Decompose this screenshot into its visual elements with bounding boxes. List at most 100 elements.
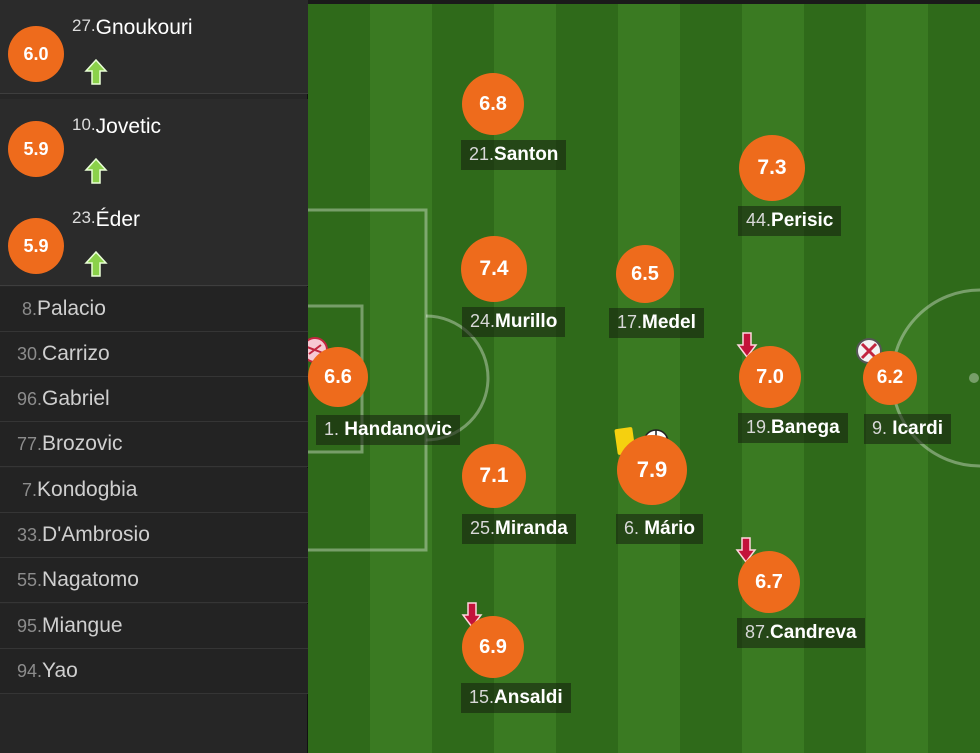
- shirt-number: 96.: [17, 389, 43, 409]
- player-ansaldi[interactable]: 6.9 15.Ansaldi: [461, 602, 571, 713]
- substitute-row-eder[interactable]: 5.9 23.Éder: [0, 192, 308, 286]
- player-candreva[interactable]: 6.7 87.Candreva: [735, 537, 865, 648]
- shirt-number: 77.: [17, 434, 43, 454]
- player-banega[interactable]: 7.0 19.Banega: [736, 332, 848, 443]
- player-label: 87.Candreva: [737, 618, 865, 648]
- player-medel[interactable]: 6.5 17.Medel: [609, 245, 704, 338]
- player-name: Gnoukouri: [95, 16, 193, 39]
- shirt-number: 27.: [72, 16, 96, 35]
- rating-badge: 6.9: [462, 616, 524, 678]
- rating-badge: 6.2: [863, 351, 917, 405]
- player-label: 19.Banega: [738, 413, 848, 443]
- shirt-number: 55.: [17, 570, 43, 590]
- bench-row-miangue[interactable]: 95.Miangue: [0, 604, 308, 649]
- pitch: 6.6 1. Handanovic 6.8 21.Santon 7.4 24.M…: [308, 4, 980, 753]
- shirt-number: 87.: [745, 622, 771, 642]
- player-label: 9. Icardi: [864, 414, 951, 444]
- shirt-number: 9.: [872, 418, 888, 438]
- shirt-number: 25.: [470, 518, 496, 538]
- shirt-number: 1.: [324, 419, 340, 439]
- player-perisic[interactable]: 7.3 44.Perisic: [738, 135, 842, 236]
- player-name: Kondogbia: [37, 478, 138, 501]
- shirt-number: 33.: [17, 525, 43, 545]
- player-name: D'Ambrosio: [42, 523, 150, 546]
- player-mario[interactable]: 7.9 6. Mário: [614, 426, 703, 544]
- bench-player: 7.Kondogbia: [22, 478, 137, 502]
- bench-row-palacio[interactable]: 8.Palacio: [0, 287, 308, 332]
- player-murillo[interactable]: 7.4 24.Murillo: [461, 236, 566, 337]
- player-name: Murillo: [495, 311, 558, 332]
- player-name: Mário: [644, 518, 695, 539]
- player-santon[interactable]: 6.8 21.Santon: [461, 73, 567, 170]
- player-label: 44.Perisic: [738, 206, 842, 236]
- shirt-number: 8.: [22, 299, 38, 319]
- player-label: 17.Medel: [609, 308, 704, 338]
- player-name: Ansaldi: [494, 687, 563, 708]
- bench-player: 30.Carrizo: [17, 342, 110, 366]
- substitutes-sidebar: 6.0 27.Gnoukouri 5.9 10.Jovetic 5.9 23.É…: [0, 0, 308, 753]
- player-label: 21.Santon: [461, 140, 567, 170]
- player-name: Gabriel: [42, 387, 110, 410]
- player-label: 24.Murillo: [462, 307, 566, 337]
- shirt-number: 7.: [22, 480, 38, 500]
- rating-badge: 5.9: [8, 121, 64, 177]
- shirt-number: 94.: [17, 661, 43, 681]
- substitute-row-jovetic[interactable]: 5.9 10.Jovetic: [0, 99, 308, 193]
- rating-badge: 6.5: [616, 245, 674, 303]
- bench-row-brozovic[interactable]: 77.Brozovic: [0, 422, 308, 467]
- player-name: Éder: [95, 208, 140, 231]
- rating-badge: 6.7: [738, 551, 800, 613]
- bench-row-kondogbia[interactable]: 7.Kondogbia: [0, 468, 308, 513]
- shirt-number: 23.: [72, 208, 96, 227]
- player-name: Miranda: [495, 518, 568, 539]
- bench-player: 95.Miangue: [17, 614, 123, 638]
- rating-badge: 7.9: [617, 435, 687, 505]
- substitute-name: 10.Jovetic: [72, 115, 161, 139]
- shirt-number: 15.: [469, 687, 495, 707]
- player-name: Miangue: [42, 614, 123, 637]
- player-label: 15.Ansaldi: [461, 683, 571, 713]
- player-name: Banega: [771, 417, 840, 438]
- player-name: Icardi: [892, 418, 943, 439]
- player-name: Santon: [494, 144, 559, 165]
- shirt-number: 10.: [72, 115, 96, 134]
- player-miranda[interactable]: 7.1 25.Miranda: [462, 444, 576, 544]
- player-name: Medel: [642, 312, 696, 333]
- bench-player: 55.Nagatomo: [17, 568, 139, 592]
- rating-badge: 7.1: [462, 444, 526, 508]
- bench-player: 33.D'Ambrosio: [17, 523, 150, 547]
- substitute-row-gnoukouri[interactable]: 6.0 27.Gnoukouri: [0, 0, 308, 94]
- shirt-number: 24.: [470, 311, 496, 331]
- shirt-number: 95.: [17, 616, 43, 636]
- sub-in-arrow-icon: [84, 250, 108, 277]
- rating-badge: 7.3: [739, 135, 805, 201]
- shirt-number: 19.: [746, 417, 772, 437]
- player-name: Perisic: [771, 210, 834, 231]
- bench-player: 77.Brozovic: [17, 432, 123, 456]
- bench-row-yao[interactable]: 94.Yao: [0, 649, 308, 694]
- player-label: 6. Mário: [616, 514, 703, 544]
- substitute-name: 23.Éder: [72, 208, 140, 232]
- player-name: Yao: [42, 659, 78, 682]
- player-label: 1. Handanovic: [316, 415, 460, 445]
- sub-in-arrow-icon: [84, 58, 108, 85]
- shirt-number: 44.: [746, 210, 772, 230]
- player-name: Nagatomo: [42, 568, 139, 591]
- player-name: Candreva: [770, 622, 857, 643]
- bench-row-carrizo[interactable]: 30.Carrizo: [0, 332, 308, 377]
- shirt-number: 30.: [17, 344, 43, 364]
- player-name: Palacio: [37, 297, 106, 320]
- player-icardi[interactable]: 6.2 9. Icardi: [856, 338, 951, 444]
- bench-row-gabriel[interactable]: 96.Gabriel: [0, 377, 308, 422]
- sub-in-arrow-icon: [84, 157, 108, 184]
- rating-badge: 5.9: [8, 218, 64, 274]
- player-label: 25.Miranda: [462, 514, 576, 544]
- shirt-number: 21.: [469, 144, 495, 164]
- rating-badge: 6.0: [8, 26, 64, 82]
- shirt-number: 6.: [624, 518, 640, 538]
- bench-row-nagatomo[interactable]: 55.Nagatomo: [0, 558, 308, 603]
- player-handanovic[interactable]: 6.6 1. Handanovic: [308, 337, 460, 445]
- bench-row-dambrosio[interactable]: 33.D'Ambrosio: [0, 513, 308, 558]
- rating-badge: 6.6: [308, 347, 368, 407]
